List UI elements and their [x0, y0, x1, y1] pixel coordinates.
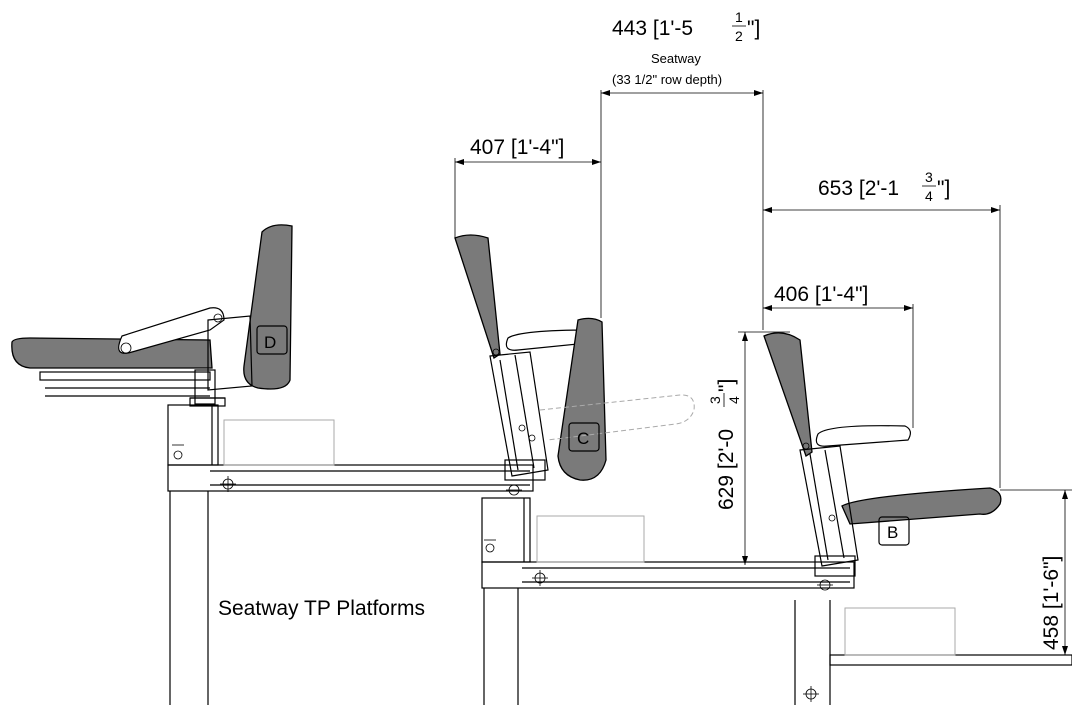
seat-b-folded-dimension: [763, 304, 914, 428]
seat-b-label: B: [887, 523, 898, 542]
seat-b-label-box: [878, 516, 910, 546]
platform-upper: [167, 404, 534, 705]
seat-c-depth-dimension: [454, 158, 601, 238]
seatway-fraction-num: 1: [735, 9, 743, 25]
seat-c: [454, 234, 695, 496]
back-height-den: 4: [726, 396, 742, 404]
seat-b-folded-text: 406 [1'-4"]: [774, 283, 868, 306]
back-height-text: 629 [2'-0: [715, 429, 738, 510]
seat-b-overall-num: 3: [925, 169, 933, 185]
platform-lower: [794, 600, 1072, 705]
seat-b-overall-den: 4: [925, 188, 933, 204]
platform-middle: [481, 497, 855, 705]
seat-d-label: D: [264, 333, 276, 352]
seat-height-text: 458 [1'-6"]: [1040, 556, 1063, 650]
row-depth-text: (33 1/2" row depth): [612, 72, 722, 87]
seatway-width-close: "]: [747, 17, 760, 40]
seat-b-overall-dimension: [763, 205, 1001, 488]
seat-c-label: C: [577, 429, 589, 448]
seatway-label: Seatway: [651, 51, 701, 66]
back-height-close: "]: [715, 379, 738, 392]
back-height-dimension: [738, 331, 790, 565]
seat-d: [11, 224, 293, 407]
seat-b: [763, 332, 1002, 591]
seat-c-label-box: [568, 422, 600, 452]
seat-d-label-box: [256, 325, 288, 355]
seatway-dimension: [600, 90, 764, 330]
seat-b-overall-text: 653 [2'-1: [818, 177, 899, 200]
seat-c-depth-text: 407 [1'-4"]: [470, 136, 564, 159]
seatway-fraction-den: 2: [735, 28, 743, 44]
seat-b-overall-close: "]: [937, 177, 950, 200]
back-height-num: 3: [707, 396, 723, 404]
seatway-width-text: 443 [1'-5: [612, 17, 693, 40]
diagram-caption: Seatway TP Platforms: [218, 597, 425, 620]
